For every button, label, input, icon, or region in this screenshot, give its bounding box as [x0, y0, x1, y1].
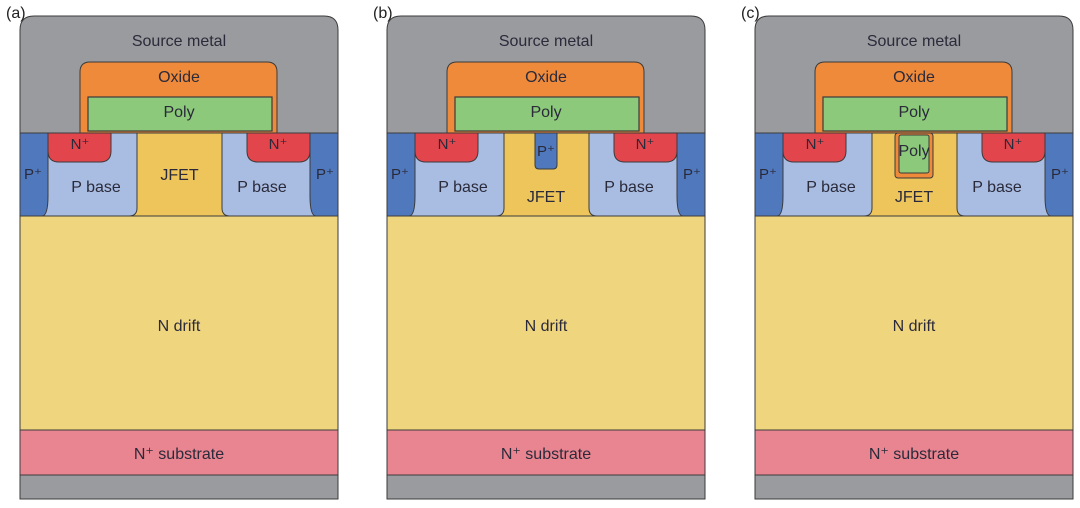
n-substrate-label: N⁺ substrate	[134, 446, 224, 463]
n-substrate-label: N⁺ substrate	[501, 446, 591, 463]
n-drift-region	[754, 215, 1074, 431]
n-drift-region	[19, 215, 339, 431]
panel-label: (a)	[6, 5, 26, 22]
n-substrate-region	[19, 429, 339, 476]
p-plus-right-label: P⁺	[316, 166, 334, 183]
source-metal-label: Source metal	[867, 33, 961, 50]
poly-gate	[454, 96, 640, 132]
n-substrate-region	[754, 429, 1074, 476]
p-plus-left-label: P⁺	[391, 166, 409, 183]
drain-metal	[386, 474, 706, 500]
n-plus-left-label: N⁺	[71, 136, 90, 153]
jfet-label: JFET	[527, 189, 565, 206]
oxide-label: Oxide	[525, 69, 567, 86]
p-plus-right-label: P⁺	[683, 166, 701, 183]
p-base-left-label: P base	[71, 179, 121, 196]
n-plus-left	[47, 132, 112, 163]
p-base-right-label: P base	[604, 179, 654, 196]
p-plus-left-label: P⁺	[759, 166, 777, 183]
drain-metal	[754, 474, 1074, 500]
source-metal-label: Source metal	[499, 33, 593, 50]
n-plus-right-label: N⁺	[1004, 136, 1023, 153]
n-substrate-label: N⁺ substrate	[869, 446, 959, 463]
p-base-left-label: P base	[438, 179, 488, 196]
p-base-left-label: P base	[806, 179, 856, 196]
n-plus-left-label: N⁺	[806, 136, 825, 153]
panel-label: (c)	[741, 5, 760, 22]
n-plus-right-label: N⁺	[636, 136, 655, 153]
poly-jfet-label: Poly	[898, 143, 929, 160]
n-plus-right	[613, 132, 678, 163]
poly-label: Poly	[530, 104, 561, 121]
n-drift-region	[386, 215, 706, 431]
p-base-right-label: P base	[237, 179, 287, 196]
n-plus-left-label: N⁺	[438, 136, 457, 153]
n-plus-right	[246, 132, 311, 163]
n-drift-label: N drift	[893, 318, 936, 335]
p-plus-jfet-label: P⁺	[537, 143, 555, 160]
p-plus-right-label: P⁺	[1051, 166, 1069, 183]
n-plus-right	[981, 132, 1046, 163]
poly-gate	[822, 96, 1008, 132]
panel-label: (b)	[373, 5, 393, 22]
jfet-trench-poly	[898, 134, 930, 174]
n-drift-label: N drift	[158, 318, 201, 335]
oxide-label: Oxide	[158, 69, 200, 86]
poly-label: Poly	[898, 104, 929, 121]
p-plus-jfet-implant	[534, 132, 558, 170]
oxide-label: Oxide	[893, 69, 935, 86]
n-substrate-region	[386, 429, 706, 476]
source-metal-label: Source metal	[132, 33, 226, 50]
p-plus-left-label: P⁺	[24, 166, 42, 183]
poly-gate	[87, 96, 273, 132]
n-plus-left	[414, 132, 479, 163]
p-base-right-label: P base	[972, 179, 1022, 196]
jfet-label: JFET	[895, 189, 933, 206]
poly-label: Poly	[163, 104, 194, 121]
n-plus-right-label: N⁺	[269, 136, 288, 153]
jfet-label: JFET	[160, 167, 198, 184]
n-plus-left	[782, 132, 847, 163]
n-drift-label: N drift	[525, 318, 568, 335]
drain-metal	[19, 474, 339, 500]
